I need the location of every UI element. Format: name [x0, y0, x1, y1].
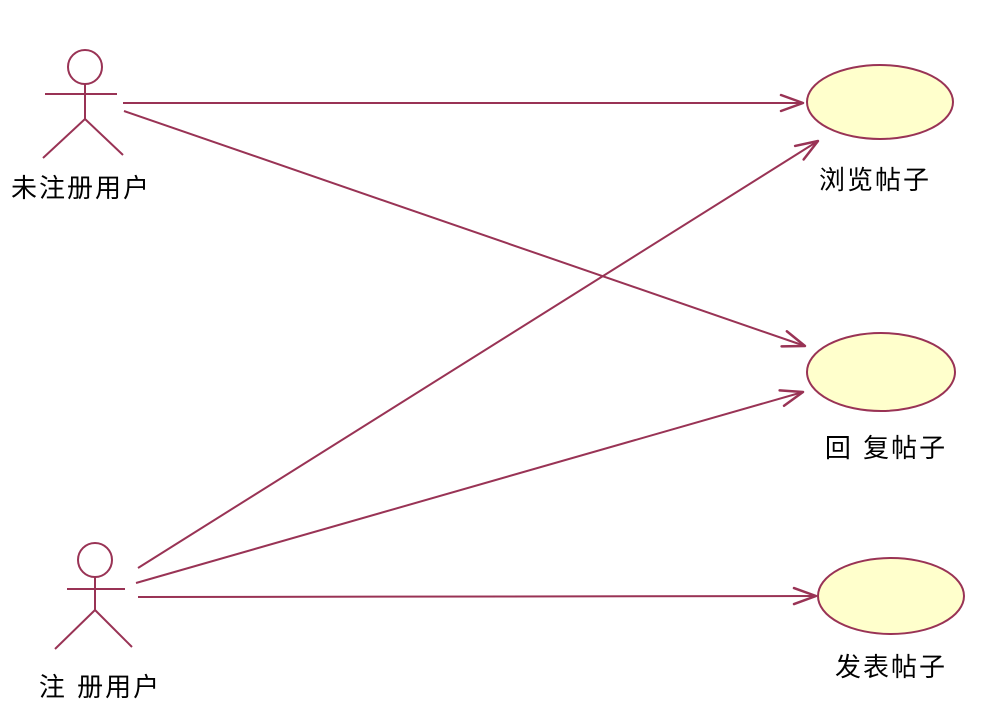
actor-registered-user-label: 注 册用户 — [39, 673, 161, 703]
actor-left-leg — [42, 118, 86, 159]
association-unregistered-to-reply[interactable] — [123, 110, 807, 348]
usecase-publish-posts-label: 发表帖子 — [835, 653, 947, 683]
usecase-publish-posts-ellipse[interactable] — [817, 557, 965, 635]
usecase-browse-posts-label: 浏览帖子 — [819, 166, 931, 196]
association-registered-to-reply[interactable] — [135, 389, 805, 584]
association-registered-to-publish[interactable] — [137, 586, 818, 606]
usecase-reply-posts-label: 回 复帖子 — [825, 434, 947, 464]
actor-head — [67, 49, 103, 85]
association-registered-to-browse[interactable] — [137, 139, 820, 569]
actor-right-leg — [84, 118, 124, 156]
usecase-browse-posts-ellipse[interactable] — [806, 64, 954, 140]
actor-head — [77, 542, 113, 578]
actor-unregistered-user-label: 未注册用户 — [11, 174, 151, 204]
actor-unregistered-user[interactable] — [42, 49, 124, 159]
actor-left-leg — [54, 609, 96, 650]
usecase-reply-posts-ellipse[interactable] — [806, 332, 956, 412]
actor-right-leg — [94, 609, 133, 648]
actor-registered-user[interactable] — [54, 542, 133, 650]
